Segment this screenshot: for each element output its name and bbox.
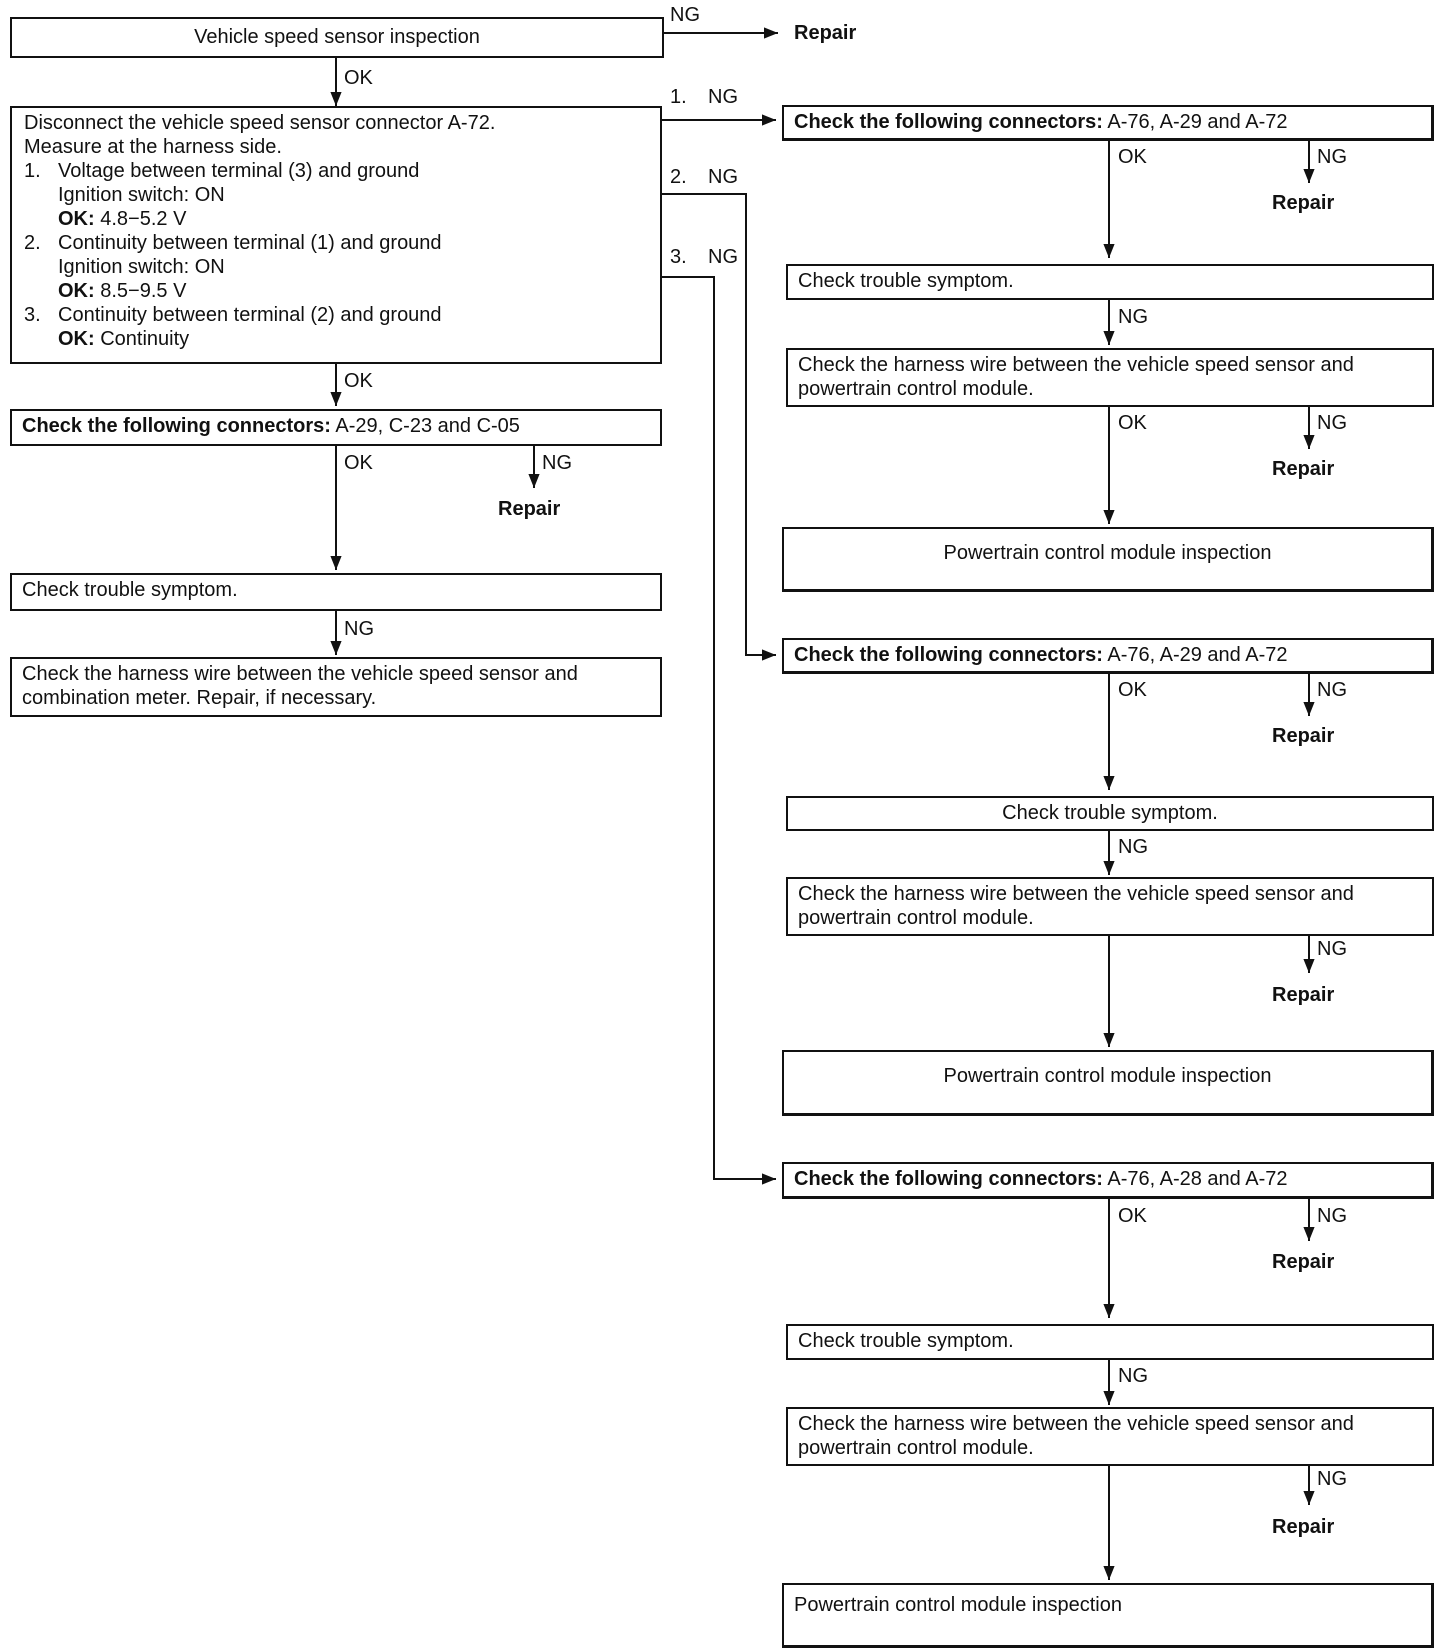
b2-connectors-box: Check the following connectors: A-76, A-… (782, 638, 1434, 674)
measure-item-1: 1.Voltage between terminal (3) and groun… (24, 160, 420, 182)
left-ok-label: OK (344, 452, 373, 474)
b3-connectors-prefix: Check the following connectors: (794, 1168, 1103, 1190)
start-box: Vehicle speed sensor inspection (10, 17, 664, 58)
left-connectors-prefix: Check the following connectors: (22, 415, 331, 437)
measure-item-1-sub: Ignition switch: ON (58, 184, 225, 206)
b3-harness-repair-label: Repair (1272, 1516, 1335, 1538)
b2-harness-text: Check the harness wire between the vehic… (798, 883, 1354, 929)
measure-item-3: 3.Continuity between terminal (2) and gr… (24, 304, 442, 326)
b1-connectors-list: A-76, A-29 and A-72 (1107, 111, 1288, 133)
b1-harness-text: Check the harness wire between the vehic… (798, 354, 1354, 400)
b2-harness-repair-label: Repair (1272, 984, 1335, 1006)
b3-connectors-box: Check the following connectors: A-76, A-… (782, 1162, 1434, 1199)
b1-repair-label: Repair (1272, 192, 1335, 214)
measure-line2: Measure at the harness side. (24, 136, 282, 158)
start-ok-label: OK (344, 67, 373, 89)
b1-symptom-box: Check trouble symptom. (786, 264, 1434, 300)
measure-item-2-ok: OK: 8.5−9.5 V (58, 280, 187, 302)
b1-symptom-ng-label: NG (1118, 306, 1148, 328)
b1-harness-repair-label: Repair (1272, 458, 1335, 480)
branch1-number: 1. (670, 86, 687, 108)
measure-item-2-sub: Ignition switch: ON (58, 256, 225, 278)
branch1-ng-label: NG (708, 86, 738, 108)
left-harness-box: Check the harness wire between the vehic… (10, 657, 662, 717)
b3-harness-box: Check the harness wire between the vehic… (786, 1407, 1434, 1466)
b1-ng-label: NG (1317, 146, 1347, 168)
b2-symptom-ng-label: NG (1118, 836, 1148, 858)
b1-harness-ok-label: OK (1118, 412, 1147, 434)
measure-box: Disconnect the vehicle speed sensor conn… (10, 106, 662, 364)
left-symptom-box: Check trouble symptom. (10, 573, 662, 611)
b3-connectors-list: A-76, A-28 and A-72 (1107, 1168, 1288, 1190)
b3-symptom-box: Check trouble symptom. (786, 1324, 1434, 1360)
left-repair-label: Repair (498, 498, 561, 520)
b2-harness-ng-label: NG (1317, 938, 1347, 960)
b3-symptom-ng-label: NG (1118, 1365, 1148, 1387)
b3-symptom-text: Check trouble symptom. (798, 1330, 1014, 1352)
ng3-arrow (660, 276, 776, 1185)
branch3-number: 3. (670, 246, 687, 268)
left-ng-label: NG (542, 452, 572, 474)
b1-pcm-text: Powertrain control module inspection (943, 542, 1272, 564)
b2-connectors-list: A-76, A-29 and A-72 (1107, 644, 1288, 666)
start-repair-label: Repair (794, 22, 857, 44)
branch2-number: 2. (670, 166, 687, 188)
b2-ng-label: NG (1317, 679, 1347, 701)
branch2-ng-label: NG (708, 166, 738, 188)
b3-pcm-box: Powertrain control module inspection (782, 1583, 1434, 1648)
b2-harness-box: Check the harness wire between the vehic… (786, 877, 1434, 936)
left-symptom-ng-label: NG (344, 618, 374, 640)
b3-ok-label: OK (1118, 1205, 1147, 1227)
b1-symptom-text: Check trouble symptom. (798, 270, 1014, 292)
left-harness-text: Check the harness wire between the vehic… (22, 663, 578, 709)
b1-connectors-box: Check the following connectors: A-76, A-… (782, 105, 1434, 141)
b2-repair-label: Repair (1272, 725, 1335, 747)
b3-ng-label: NG (1317, 1205, 1347, 1227)
b1-harness-ng-label: NG (1317, 412, 1347, 434)
b2-pcm-text: Powertrain control module inspection (943, 1065, 1272, 1087)
b2-connectors-prefix: Check the following connectors: (794, 644, 1103, 666)
start-ng-label: NG (670, 4, 700, 26)
b1-ok-label: OK (1118, 146, 1147, 168)
measure-item-1-ok: OK: 4.8−5.2 V (58, 208, 187, 230)
measure-line1: Disconnect the vehicle speed sensor conn… (24, 112, 496, 134)
b2-pcm-box: Powertrain control module inspection (782, 1050, 1434, 1116)
b3-pcm-text: Powertrain control module inspection (794, 1594, 1122, 1616)
left-connectors-list: A-29, C-23 and C-05 (335, 415, 520, 437)
start-text: Vehicle speed sensor inspection (194, 26, 480, 48)
ng2-arrow (660, 193, 776, 661)
measure-item-3-ok: OK: Continuity (58, 328, 190, 350)
left-symptom-text: Check trouble symptom. (22, 579, 238, 601)
b1-pcm-box: Powertrain control module inspection (782, 527, 1434, 592)
b1-connectors-prefix: Check the following connectors: (794, 111, 1103, 133)
left-connectors-box: Check the following connectors: A-29, C-… (10, 409, 662, 446)
measure-ok-label: OK (344, 370, 373, 392)
b1-harness-box: Check the harness wire between the vehic… (786, 348, 1434, 407)
b3-harness-text: Check the harness wire between the vehic… (798, 1413, 1354, 1459)
b2-ok-label: OK (1118, 679, 1147, 701)
measure-item-2: 2.Continuity between terminal (1) and gr… (24, 232, 442, 254)
b2-symptom-box: Check trouble symptom. (786, 796, 1434, 831)
branch3-ng-label: NG (708, 246, 738, 268)
b3-harness-ng-label: NG (1317, 1468, 1347, 1490)
b2-symptom-text: Check trouble symptom. (1002, 802, 1218, 824)
b3-repair-label: Repair (1272, 1251, 1335, 1273)
